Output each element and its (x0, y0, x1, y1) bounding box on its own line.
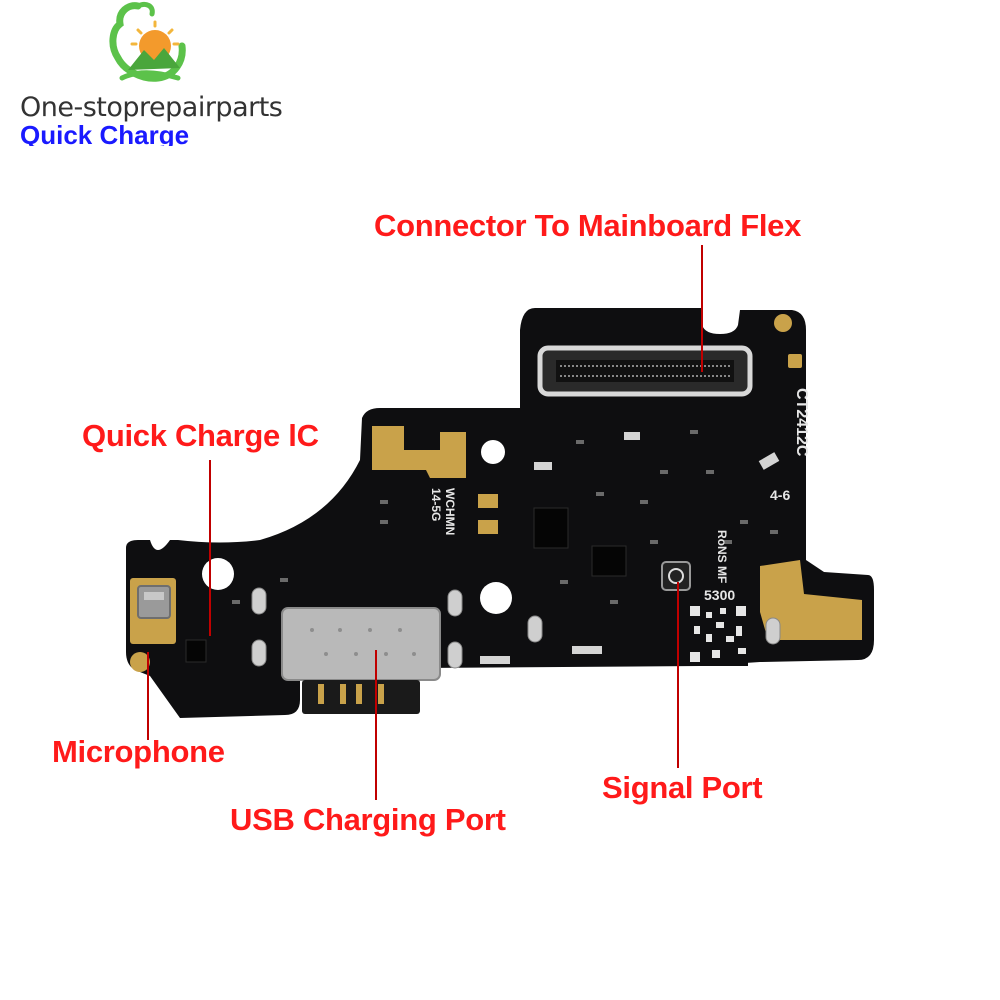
brand-subtitle: Quick Charge (20, 120, 190, 146)
silk-part-code: 5300 (704, 587, 735, 603)
signal-port-component (661, 561, 691, 591)
silk-model-code: 14-5G (429, 488, 443, 521)
silk-maker-code: WCHMN (443, 488, 457, 535)
silk-board-code: CT2412C (793, 388, 810, 457)
microphone-component (137, 585, 171, 619)
callout-microphone: Microphone (52, 734, 225, 769)
callout-usb-port: USB Charging Port (230, 802, 506, 837)
silk-rohs-mark: RoNS MF (715, 530, 729, 583)
silk-board-rev: 4-6 (770, 487, 790, 503)
usb-c-port (281, 607, 441, 681)
brand-name: One-stoprepairparts (20, 92, 283, 123)
brand-logo-icon (109, 1, 186, 82)
qr-code (688, 604, 748, 666)
callout-quick-charge-ic: Quick Charge lC (82, 418, 319, 453)
callout-connector: Connector To Mainboard Flex (374, 208, 802, 243)
callout-signal-port: Signal Port (602, 770, 763, 805)
